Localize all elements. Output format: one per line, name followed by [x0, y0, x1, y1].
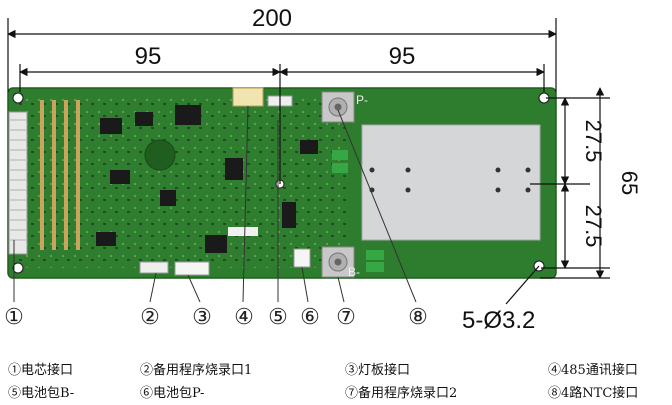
legend-text: 电芯接口 — [21, 363, 74, 378]
connector-2 — [139, 261, 169, 274]
legend-item-3: ③灯板接口 — [345, 359, 410, 378]
component-columns — [40, 100, 80, 250]
dim-95-left-label: 95 — [135, 43, 162, 70]
legend-num: ④ — [548, 363, 562, 378]
legend-item-7: ⑦备用程序烧录口2 — [345, 382, 457, 401]
callout-7: ⑦ — [336, 305, 356, 330]
dim-200-label: 200 — [252, 5, 292, 32]
mount-hole-label: 5-Ø3.2 — [462, 307, 535, 334]
callout-1: ① — [4, 305, 24, 330]
legend-num: ⑧ — [548, 386, 562, 401]
heatsink-plate — [361, 124, 541, 241]
callout-4: ④ — [234, 305, 254, 330]
ic-chips — [96, 105, 318, 253]
dim-27-5-upper-label: 27.5 — [581, 120, 606, 163]
terminal-p — [321, 91, 355, 123]
connector-pins — [10, 119, 26, 241]
dim-95-right-label: 95 — [389, 43, 416, 70]
legend-text: 电池包B- — [21, 386, 75, 401]
callout-8: ⑧ — [408, 305, 428, 330]
legend-text: 灯板接口 — [358, 363, 411, 378]
legend-num: ③ — [345, 363, 359, 378]
hole-leader — [505, 265, 540, 305]
terminal-b-label: B- — [348, 265, 360, 279]
connector-4-part — [232, 87, 264, 107]
connector-3 — [174, 261, 210, 276]
dim-27-5-lower-label: 27.5 — [581, 205, 606, 248]
legend-num: ⑤ — [8, 386, 22, 401]
legend-num: ⑥ — [140, 386, 154, 401]
legend-num: ⑦ — [345, 386, 359, 401]
legend-text: 电池包P- — [153, 386, 205, 401]
legend-num: ① — [8, 363, 22, 378]
cell-connector-strip — [8, 111, 28, 255]
legend-num: ② — [140, 363, 154, 378]
terminal-p-label: P- — [356, 93, 368, 107]
terminal-b — [321, 246, 355, 278]
dim-65-label: 65 — [617, 171, 642, 195]
callout-5: ⑤ — [268, 305, 288, 330]
connector-6 — [293, 248, 311, 268]
pcb-board: P- B- — [7, 87, 557, 279]
legend-text: 备用程序烧录口1 — [153, 363, 253, 378]
legend-text: 485通讯接口 — [561, 363, 638, 378]
legend-item-8: ⑧4路NTC接口 — [548, 382, 638, 401]
callout-6: ⑥ — [300, 305, 320, 330]
legend-item-2: ②备用程序烧录口1 — [140, 359, 252, 378]
mosfet-pads — [332, 150, 384, 272]
legend-item-6: ⑥电池包P- — [140, 382, 204, 401]
callout-3: ③ — [192, 305, 212, 330]
legend-item-1: ①电芯接口 — [8, 359, 73, 378]
dimension-lines — [7, 18, 610, 305]
legend-item-4: ④485通讯接口 — [548, 359, 638, 378]
legend-text: 备用程序烧录口2 — [358, 386, 458, 401]
legend-item-5: ⑤电池包B- — [8, 382, 74, 401]
legend-text: 4路NTC接口 — [561, 386, 639, 401]
callout-leaders — [13, 105, 417, 303]
callout-2: ② — [140, 305, 160, 330]
inductor — [144, 139, 176, 171]
white-chip-row — [228, 227, 258, 236]
